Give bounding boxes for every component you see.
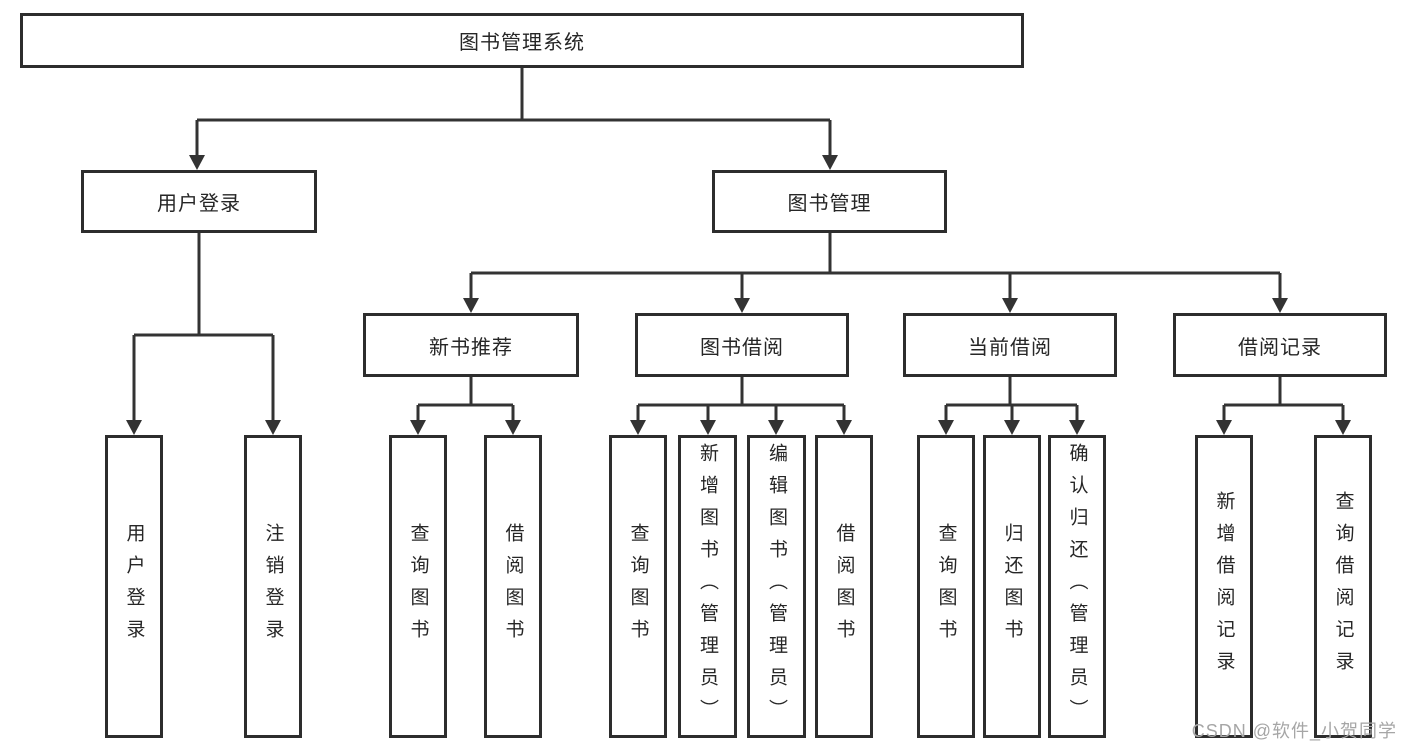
node-current-borrowing: 当前借阅: [903, 313, 1117, 377]
leaf-user-login: 用户登录: [105, 435, 163, 738]
leaf-add-borrow-record: 新增借阅记录: [1195, 435, 1253, 738]
leaf-query-books-current: 查询图书: [917, 435, 975, 738]
leaf-borrow-books-recommend: 借阅图书: [484, 435, 542, 738]
node-borrowing-records: 借阅记录: [1173, 313, 1387, 377]
leaf-label: 查询图书: [627, 522, 649, 651]
node-label: 当前借阅: [968, 336, 1052, 359]
leaf-label: 归还图书: [1001, 522, 1023, 651]
leaf-label: 查询图书: [935, 522, 957, 651]
leaf-label: 借阅图书: [833, 522, 855, 651]
leaf-logout: 注销登录: [244, 435, 302, 738]
watermark: CSDN @软件_小贺同学: [1191, 721, 1397, 741]
leaf-query-books-recommend: 查询图书: [389, 435, 447, 738]
node-book-borrowing: 图书借阅: [635, 313, 849, 377]
node-label: 图书借阅: [700, 336, 784, 359]
node-label: 新书推荐: [429, 336, 513, 359]
node-book-management: 图书管理: [712, 170, 947, 233]
node-label: 图书管理系统: [459, 32, 585, 54]
node-label: 用户登录: [157, 193, 241, 215]
leaf-label: 用户登录: [123, 522, 145, 651]
leaf-label: 确认归还（管理员）: [1066, 442, 1088, 731]
node-new-book-recommendation: 新书推荐: [363, 313, 579, 377]
node-user-login: 用户登录: [81, 170, 317, 233]
leaf-query-books-borrowing: 查询图书: [609, 435, 667, 738]
leaf-label: 新增借阅记录: [1213, 490, 1235, 683]
leaf-query-borrow-record: 查询借阅记录: [1314, 435, 1372, 738]
leaf-label: 编辑图书（管理员）: [766, 442, 787, 731]
leaf-add-books-admin: 新增图书（管理员）: [678, 435, 737, 738]
leaf-label: 查询图书: [407, 522, 429, 651]
node-label: 借阅记录: [1238, 336, 1322, 359]
node-library-management-system: 图书管理系统: [20, 13, 1024, 68]
leaf-return-books: 归还图书: [983, 435, 1041, 738]
leaf-confirm-return-admin: 确认归还（管理员）: [1048, 435, 1106, 738]
leaf-label: 注销登录: [262, 522, 284, 651]
leaf-edit-books-admin: 编辑图书（管理员）: [747, 435, 806, 738]
node-label: 图书管理: [787, 193, 872, 215]
leaf-borrow-books-borrowing: 借阅图书: [815, 435, 873, 738]
leaf-label: 新增图书（管理员）: [697, 442, 718, 731]
leaf-label: 借阅图书: [502, 522, 524, 651]
leaf-label: 查询借阅记录: [1332, 490, 1354, 683]
